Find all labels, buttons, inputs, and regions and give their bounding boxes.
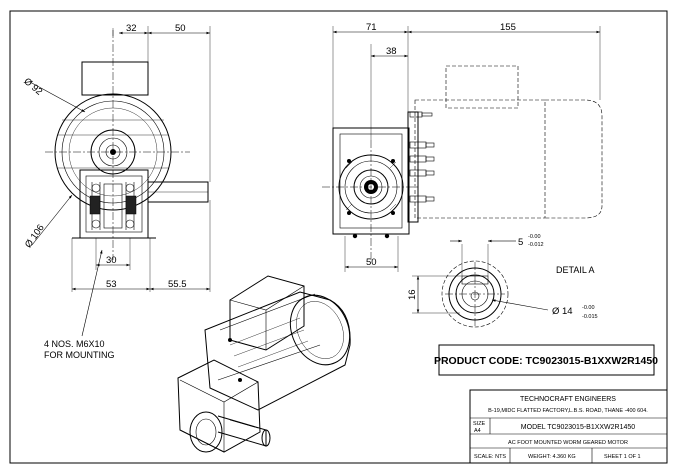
dim-front-top-2: 50 [175, 23, 186, 34]
sheet-border [9, 10, 668, 464]
dim-shaft-key-width: 5 [518, 237, 523, 248]
product-code-box: PRODUCT CODE: TC9023015-B1XXW2R1450 [434, 344, 658, 376]
title-address: B-19,MIDC FLATTED FACTORY,L.B.S. ROAD, T… [488, 408, 648, 414]
dim-side-bottom: 50 [366, 257, 377, 268]
dim-shaft-dia-tol-upper: -0.00 [582, 305, 595, 311]
dim-shaft-key-tol-upper: -0.00 [528, 234, 541, 240]
dim-side-top-3: 38 [386, 46, 397, 57]
dim-front-top-1: 32 [126, 23, 137, 34]
front-view [45, 30, 209, 260]
mounting-note: 4 NOS. M6X10 FOR MOUNTING [44, 249, 115, 360]
dim-side-top-1: 71 [366, 22, 377, 33]
side-view [322, 65, 603, 260]
title-weight: WEIGHT: 4.360 KG [528, 454, 576, 460]
title-size-label: SIZE [473, 421, 486, 427]
mounting-note-line2: FOR MOUNTING [44, 350, 115, 360]
product-code: PRODUCT CODE: TC9023015-B1XXW2R1450 [434, 355, 658, 367]
dim-front-bottom-2: 53 [106, 279, 117, 290]
isometric-view [177, 275, 351, 453]
title-size-value: A4 [474, 428, 481, 434]
dim-front-bottom-1: 30 [106, 255, 117, 266]
dim-shaft-height: 16 [407, 289, 418, 300]
dim-front-dia-1: Ø 92 [21, 76, 44, 98]
dim-shaft-dia-tol-lower: -0.015 [582, 314, 598, 320]
title-scale: SCALE: NTS [474, 454, 506, 460]
title-description: AC FOOT MOUNTED WORM GEARED MOTOR [508, 440, 628, 446]
title-company: TECHNOCRAFT ENGINEERS [520, 396, 616, 403]
detail-a: 5 -0.00 -0.012 16 Ø 14 -0.00 -0.015 DETA… [407, 234, 598, 328]
dim-shaft-key-tol-lower: -0.012 [528, 242, 544, 248]
detail-label: DETAIL A [556, 265, 595, 275]
title-sheet: SHEET 1 OF 1 [604, 454, 641, 460]
side-dimensions: 71 155 38 50 [332, 22, 601, 272]
title-model: MODEL TC9023015-B1XXW2R1450 [521, 424, 635, 431]
dim-shaft-dia: Ø 14 [552, 306, 573, 317]
dim-front-dia-2: Ø 106 [23, 223, 47, 251]
dim-side-top-2: 155 [500, 22, 516, 33]
dim-front-bottom-3: 55.5 [168, 279, 187, 290]
mounting-note-line1: 4 NOS. M6X10 [44, 339, 105, 349]
title-block: TECHNOCRAFT ENGINEERS B-19,MIDC FLATTED … [469, 389, 668, 464]
front-dimensions: 32 50 Ø 92 Ø 106 30 53 55.5 [21, 23, 211, 292]
